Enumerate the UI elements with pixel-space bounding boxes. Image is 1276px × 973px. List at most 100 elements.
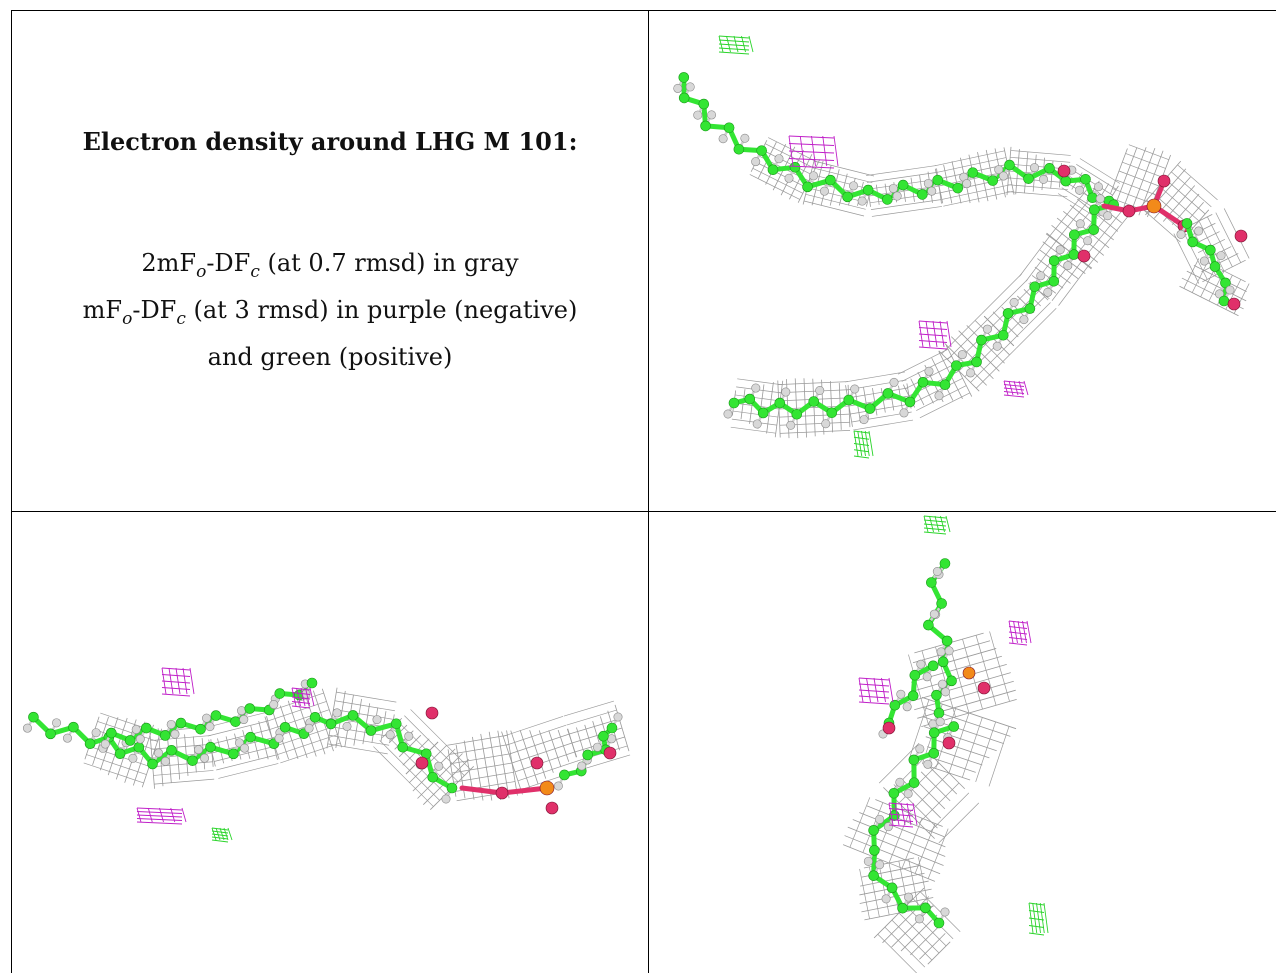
- carbon-atom: [936, 598, 947, 609]
- hydrogen-atom: [135, 734, 145, 744]
- mesh-strand: [373, 746, 404, 777]
- carbon-atom: [864, 403, 876, 414]
- oxygen-atom: [1077, 249, 1091, 263]
- carbon-atom: [279, 722, 291, 733]
- density-strand: [1028, 925, 1045, 928]
- density-strand: [853, 443, 870, 446]
- density-strand: [136, 821, 183, 825]
- mesh-strand: [404, 715, 435, 746]
- carbon-atom: [756, 145, 767, 156]
- density-strand: [788, 158, 835, 161]
- mesh-strand: [989, 631, 1010, 702]
- legend-line-colors: and green (positive): [207, 342, 453, 371]
- density-strand: [940, 515, 945, 533]
- mesh-strand: [1019, 236, 1050, 277]
- mesh-strand: [1025, 241, 1057, 282]
- mesh-strand: [844, 371, 906, 383]
- mesh-strand: [981, 273, 1023, 315]
- mesh-strand: [735, 394, 781, 402]
- density-strand: [918, 327, 948, 330]
- mesh-strand: [866, 165, 937, 176]
- mesh-strand: [927, 828, 949, 879]
- density-strand: [861, 430, 866, 457]
- density-strand: [1008, 631, 1028, 635]
- hydrogen-atom: [200, 753, 210, 763]
- negative-density-blob: [858, 677, 894, 705]
- hydrogen-atom: [892, 191, 902, 201]
- density-strand: [946, 320, 952, 348]
- carbon-atom: [245, 731, 256, 743]
- hydrogen-atom: [52, 718, 62, 728]
- carbon-atom: [952, 182, 964, 194]
- mesh-strand: [803, 200, 865, 217]
- carbon-atom: [1209, 261, 1221, 272]
- mesh-strand: [1164, 178, 1206, 215]
- hydrogen-atom: [751, 383, 761, 393]
- density-strand: [822, 135, 828, 167]
- carbon-atom: [700, 120, 711, 132]
- mesh-strand: [1200, 266, 1216, 297]
- negative-density-blob: [918, 320, 952, 350]
- mesh-strand: [749, 174, 800, 200]
- mesh-strand: [563, 700, 615, 717]
- carbon-atom: [882, 194, 893, 205]
- mesh-strand: [1191, 262, 1208, 293]
- hydrogen-atom: [205, 722, 215, 732]
- density-view-bottom-right: [649, 513, 1276, 973]
- oxygen-atom: [545, 801, 559, 815]
- mesh-strand: [1122, 161, 1163, 178]
- hydrogen-atom: [875, 814, 885, 824]
- hydrogen-atom: [240, 743, 250, 753]
- carbon-atom: [1181, 218, 1193, 229]
- density-strand: [858, 701, 890, 705]
- hydrogen-atom: [899, 408, 909, 418]
- carbon-atom: [309, 712, 321, 723]
- hydrogen-atom: [863, 856, 873, 866]
- head-bond: [499, 785, 550, 796]
- density-strand: [918, 346, 948, 350]
- density-strand: [175, 667, 181, 695]
- carbon-atom: [868, 825, 879, 836]
- mesh-strand: [1183, 258, 1200, 289]
- density-strand: [788, 150, 835, 154]
- mesh-strand: [948, 642, 970, 714]
- hydrogen-atom: [274, 733, 284, 743]
- density-strand: [1008, 626, 1028, 629]
- density-strand: [168, 667, 174, 695]
- hydrogen-atom: [269, 700, 279, 710]
- hydrogen-atom: [850, 384, 860, 394]
- carbon-atom: [843, 394, 855, 406]
- density-strand: [1008, 637, 1028, 640]
- density-strand: [1039, 902, 1045, 934]
- negative-density-blob: [1003, 380, 1029, 398]
- density-strand: [858, 695, 890, 699]
- mesh-strand: [905, 363, 956, 390]
- density-strand: [181, 807, 187, 823]
- hydrogen-atom: [434, 761, 444, 771]
- hydrogen-atom: [1055, 245, 1065, 255]
- density-strand: [858, 689, 890, 693]
- mesh-strand: [1058, 265, 1089, 306]
- hydrogen-atom: [857, 196, 867, 206]
- carbon-atom: [1205, 244, 1216, 256]
- hydrogen-atom: [613, 712, 623, 722]
- carbon-atom: [1080, 173, 1091, 185]
- carbon-atom: [1023, 173, 1034, 184]
- density-strand: [147, 807, 153, 823]
- hydrogen-atom: [932, 567, 942, 577]
- mesh-strand: [849, 797, 871, 848]
- density-strand: [161, 674, 191, 677]
- density-strand: [189, 667, 195, 695]
- density-strand: [939, 320, 945, 348]
- carbon-atom: [951, 360, 962, 371]
- carbon-atom: [928, 747, 940, 759]
- mesh-strand: [962, 717, 983, 778]
- density-strand: [309, 687, 315, 707]
- density-strand: [291, 696, 311, 700]
- lipid-chain: [923, 558, 957, 729]
- molecule-render-1: [673, 35, 1250, 459]
- carbon-atom: [904, 396, 916, 408]
- frame-middle-vertical: [648, 10, 649, 973]
- lipid-chain: [863, 717, 960, 929]
- hydrogen-atom: [441, 794, 451, 804]
